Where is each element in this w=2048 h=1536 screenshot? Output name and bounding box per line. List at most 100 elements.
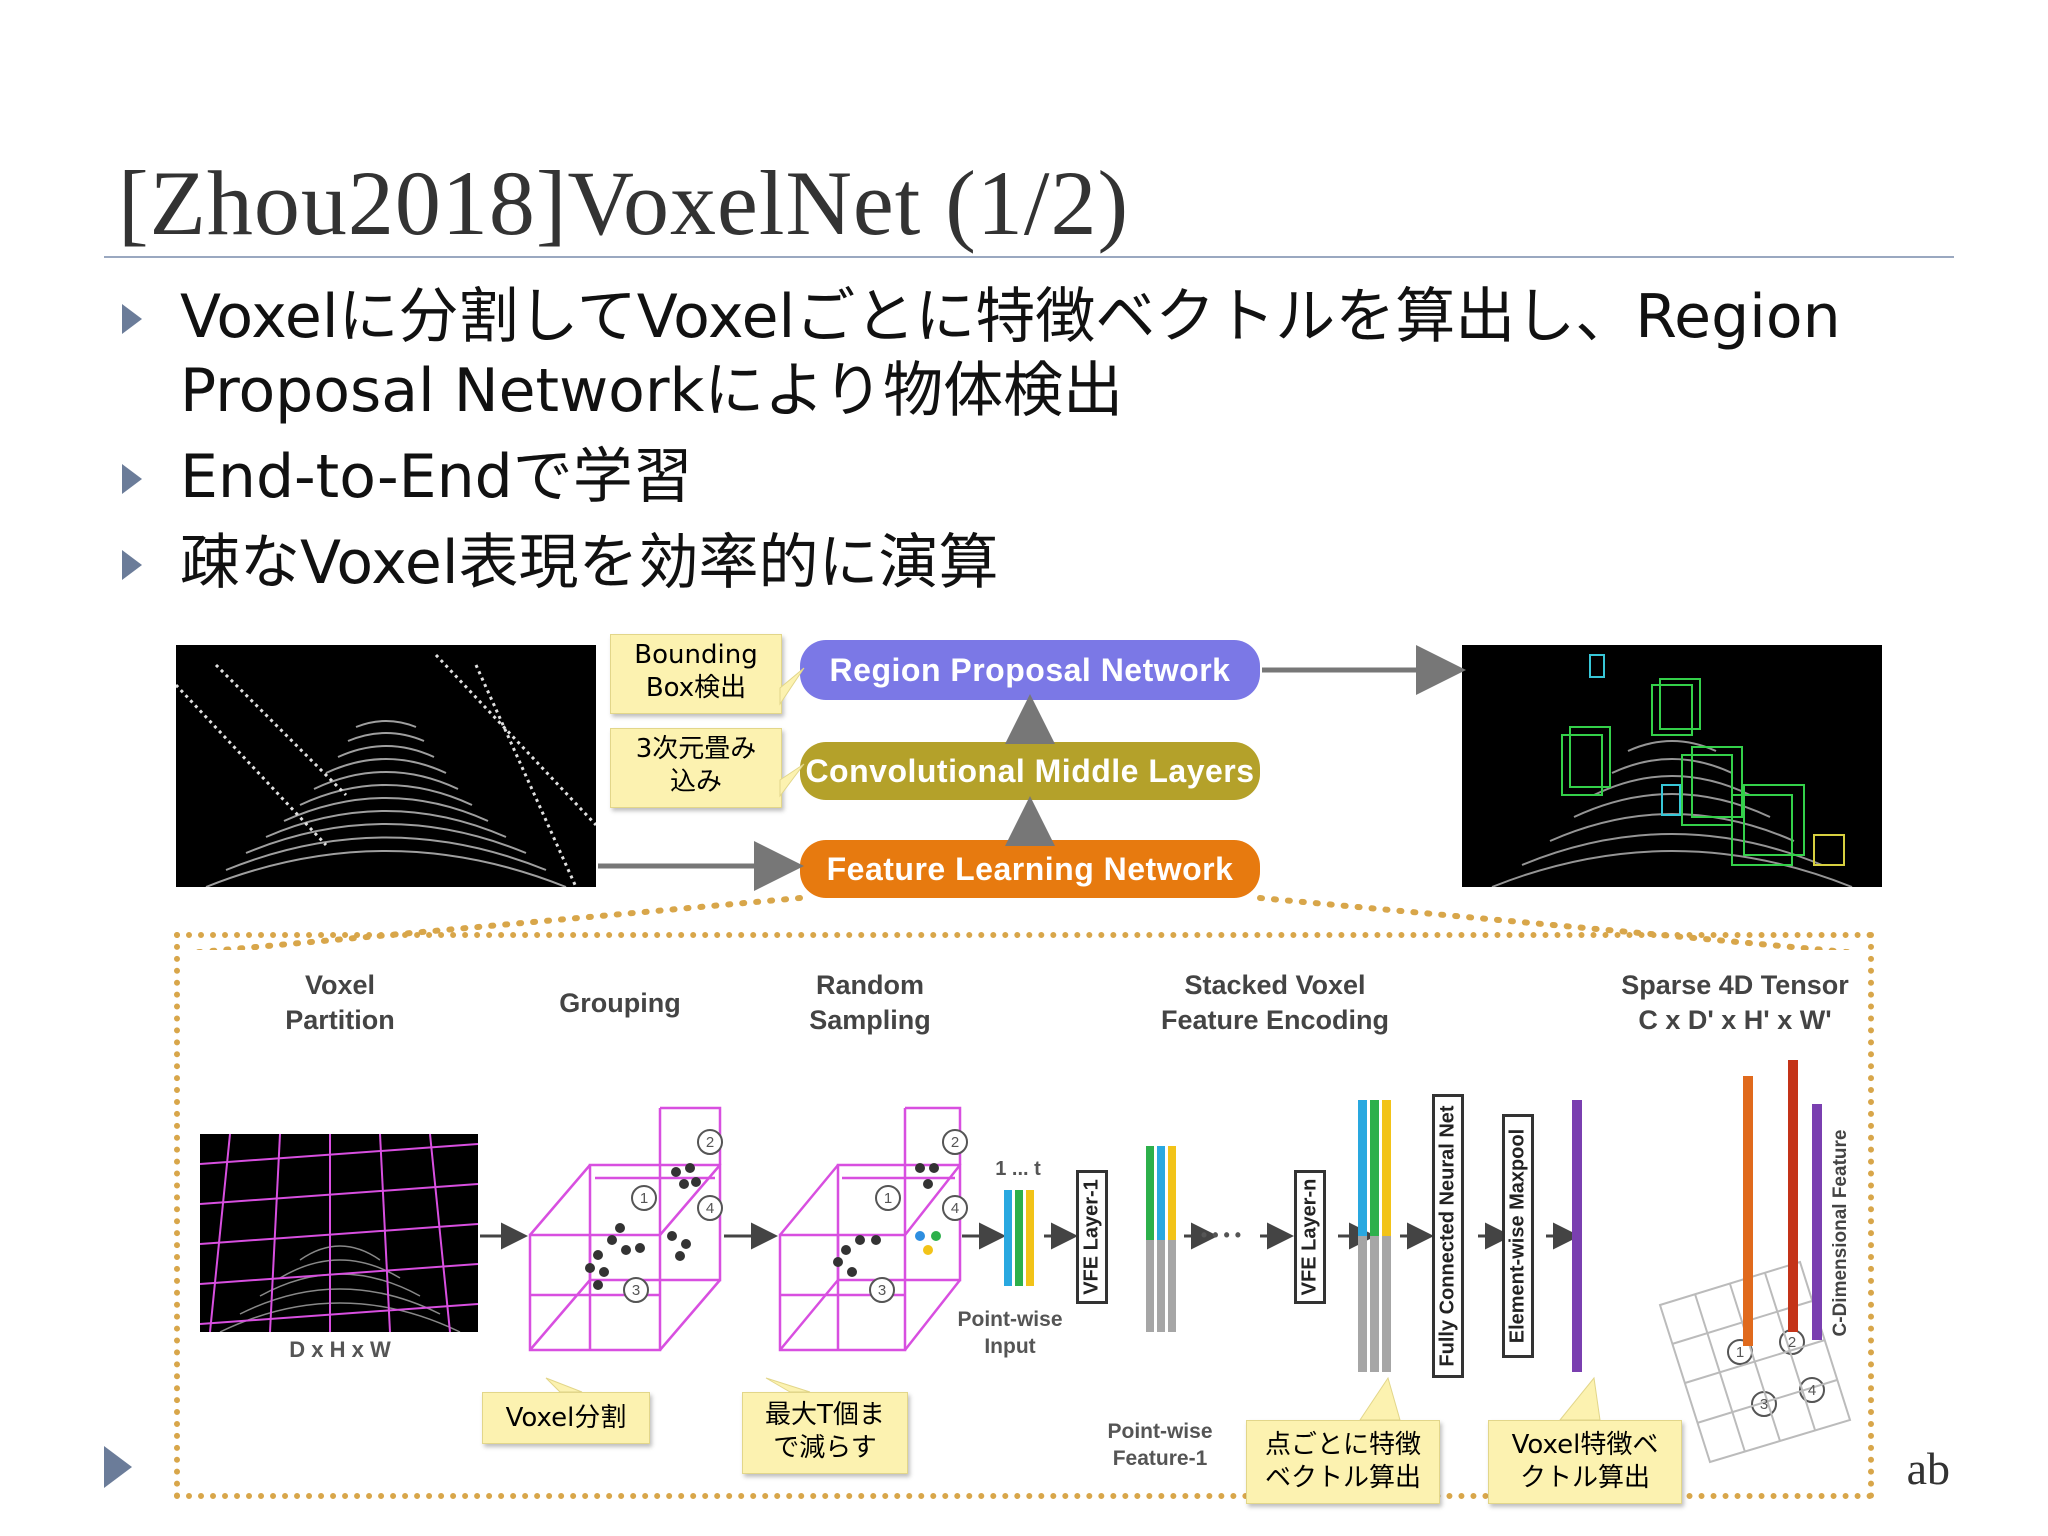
circle-number: 3 xyxy=(631,1282,641,1299)
feature-bar xyxy=(1157,1240,1165,1332)
bullet-triangle-icon xyxy=(122,304,142,334)
circle-number: 4 xyxy=(950,1200,960,1217)
stage-random-sampling: Random Sampling xyxy=(780,968,960,1038)
label-line: Point-wise xyxy=(1107,1420,1213,1443)
sampling-points xyxy=(833,1163,939,1277)
circle-number: 2 xyxy=(950,1134,960,1151)
feature-bar xyxy=(1146,1240,1154,1332)
pointwise-input-bars xyxy=(1004,1190,1044,1286)
stage-label: C x D' x H' x W' xyxy=(1638,1005,1832,1035)
pointwise-feature-label: Point-wise Feature-1 xyxy=(1100,1418,1220,1472)
callout-text: ベクトル算出 xyxy=(1264,1463,1421,1493)
callout-text: で減らす xyxy=(773,1433,877,1463)
bullet-item: 疎なVoxel表現を効率的に演算 xyxy=(118,526,1878,600)
stage-label: Partition xyxy=(285,1005,395,1035)
feature-bar xyxy=(1168,1240,1176,1332)
callout-text: Box検出 xyxy=(645,673,747,703)
feature-bar xyxy=(1157,1146,1165,1240)
feature-bar xyxy=(1370,1100,1379,1236)
voxel-feature-bar xyxy=(1572,1100,1582,1372)
label-line: Feature-1 xyxy=(1112,1447,1208,1470)
callout-pointwise-feature: 点ごとに特徴 ベクトル算出 xyxy=(1246,1420,1440,1504)
sampled-colored-points xyxy=(915,1231,941,1255)
logo-fragment: ab xyxy=(1906,1443,1950,1494)
callout-text: 点ごとに特徴 xyxy=(1264,1430,1421,1460)
slide-title: [Zhou2018]VoxelNet (1/2) xyxy=(118,152,1130,254)
voxelnet-detail-panel xyxy=(174,932,1874,1499)
vfe-layer-n-box: VFE Layer-n xyxy=(1294,1170,1326,1304)
region-proposal-network-box: Region Proposal Network xyxy=(800,640,1260,700)
callout-text: クトル算出 xyxy=(1519,1463,1650,1493)
stage-voxel-partition: Voxel Partition xyxy=(250,968,430,1038)
one-to-t-label: 1 ... t xyxy=(995,1158,1041,1180)
bullet-text: Voxelに分割してVoxelごとに特徴ベクトルを算出し、Region Prop… xyxy=(180,282,1841,426)
feature-bar xyxy=(1146,1146,1154,1240)
feature-bar xyxy=(1370,1236,1379,1372)
sampling-voxel-cube xyxy=(778,1106,962,1352)
grouping-points xyxy=(585,1163,701,1290)
feature-learning-network-box: Feature Learning Network xyxy=(800,840,1260,898)
callout-voxel-split: Voxel分割 xyxy=(482,1392,650,1444)
fully-connected-label: Fully Connected Neural Net xyxy=(1436,1105,1459,1367)
circle-number: 2 xyxy=(1787,1334,1797,1351)
feature-bar xyxy=(1382,1100,1391,1236)
circle-number: 4 xyxy=(705,1200,715,1217)
stage-label: Feature Encoding xyxy=(1160,1005,1390,1035)
feature-bar xyxy=(1026,1190,1034,1286)
bullet-item: Voxelに分割してVoxelごとに特徴ベクトルを算出し、Region Prop… xyxy=(118,280,1878,428)
bullet-text: 疎なVoxel表現を効率的に演算 xyxy=(180,528,999,598)
vfe-layer-1-label: VFE Layer-1 xyxy=(1080,1179,1103,1295)
stage-sparse-4d-tensor: Sparse 4D Tensor C x D' x H' x W' xyxy=(1600,968,1870,1038)
feature-bar xyxy=(1004,1190,1012,1286)
ellipsis-dots: • • • • xyxy=(1200,1225,1242,1245)
vfe-layer-1-box: VFE Layer-1 xyxy=(1076,1170,1108,1304)
feature-bar xyxy=(1358,1236,1367,1372)
voxel-number-circles xyxy=(623,1129,1825,1417)
stage-label: Voxel xyxy=(304,970,376,1000)
circle-number: 2 xyxy=(705,1134,715,1151)
point-cloud-lines xyxy=(176,653,596,887)
circle-number: 3 xyxy=(1759,1396,1769,1413)
element-wise-maxpool-box: Element-wise Maxpool xyxy=(1502,1114,1534,1358)
detection-point-cloud xyxy=(1491,654,1853,887)
feature-bar xyxy=(1358,1100,1367,1236)
callout-3d-convolution: 3次元畳み 込み xyxy=(610,728,782,808)
stage-label: Random xyxy=(816,970,924,1000)
stacked-feature-bars xyxy=(1358,1100,1404,1372)
circle-number: 4 xyxy=(1807,1382,1817,1399)
label-line: Point-wise xyxy=(957,1308,1063,1331)
grouping-voxel-cube xyxy=(528,1106,722,1352)
stage-label: Stacked Voxel xyxy=(1184,970,1366,1000)
callout-max-t-points: 最大T個ま で減らす xyxy=(742,1392,908,1474)
callout-text: 込み xyxy=(669,767,722,797)
pointwise-feature-bars xyxy=(1146,1146,1186,1332)
bullet-triangle-icon xyxy=(122,550,142,580)
callout-text: 最大T個ま xyxy=(765,1400,885,1430)
voxel-grid-overlay xyxy=(200,1134,478,1332)
stage-stacked-voxel-feature-encoding: Stacked Voxel Feature Encoding xyxy=(1140,968,1410,1038)
next-slide-triangle-icon[interactable] xyxy=(104,1446,132,1488)
pipeline-arrows xyxy=(188,645,1858,950)
circle-number: 1 xyxy=(883,1190,893,1207)
bullet-list: Voxelに分割してVoxelごとに特徴ベクトルを算出し、Region Prop… xyxy=(118,280,1878,612)
feature-bar xyxy=(1168,1146,1176,1240)
circle-number: 1 xyxy=(639,1190,649,1207)
maxpool-label: Element-wise Maxpool xyxy=(1506,1128,1529,1344)
c-dimensional-text: C-Dimensional Feature xyxy=(1830,1129,1851,1337)
callout-voxel-feature: Voxel特徴ベ クトル算出 xyxy=(1488,1420,1682,1504)
circle-number: 1 xyxy=(1735,1344,1745,1361)
pointwise-input-label: Point-wise Input xyxy=(950,1306,1070,1360)
circle-number: 3 xyxy=(877,1282,887,1299)
sparse-feature-bar-orange xyxy=(1743,1076,1753,1346)
stage-label: Sparse 4D Tensor xyxy=(1621,970,1849,1000)
bullet-triangle-icon xyxy=(122,464,142,494)
bullet-item: End-to-Endで学習 xyxy=(118,440,1878,514)
feature-bar xyxy=(1382,1236,1391,1372)
output-detection-image xyxy=(1462,645,1882,887)
bullet-text: End-to-Endで学習 xyxy=(180,442,693,512)
callout-text: 3次元畳み xyxy=(635,734,757,764)
label-line: Input xyxy=(984,1335,1036,1358)
vfe-layer-n-label: VFE Layer-n xyxy=(1298,1178,1321,1296)
callout-text: Bounding xyxy=(634,640,758,670)
